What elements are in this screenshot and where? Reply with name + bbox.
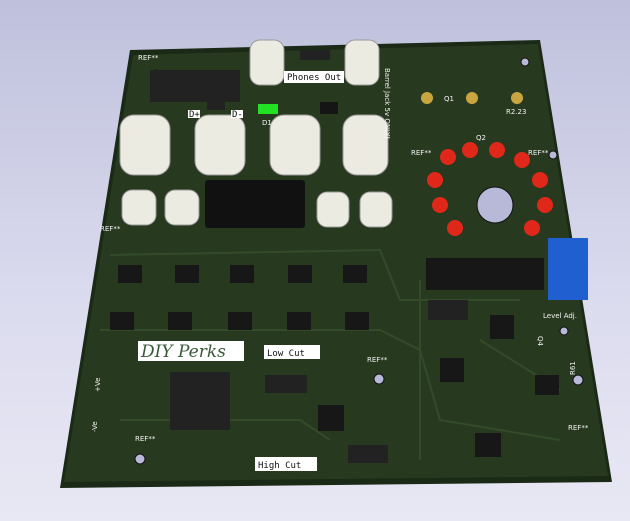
small-header	[207, 100, 225, 110]
led-ring	[427, 142, 553, 236]
q1-label: Q1	[444, 95, 454, 103]
regulator-chip	[320, 102, 338, 114]
q4-label: Q4	[536, 336, 544, 347]
headphone-jack-module	[205, 180, 305, 228]
ref-label: REF**	[411, 149, 432, 157]
ref-label: REF**	[135, 435, 156, 443]
d1-label: D1	[262, 119, 272, 127]
ref-label: REF**	[528, 149, 549, 157]
high-cut-label: High Cut	[258, 461, 301, 471]
level-adj-label: Level Adj.	[543, 312, 577, 320]
barrel-jack-label: Barrel Jack 5v ONLY!	[383, 68, 391, 139]
r2-23-label: R2.23	[506, 108, 526, 116]
phones-out-header	[300, 50, 330, 60]
ref-label: REF**	[367, 356, 388, 364]
d-minus-label: D-	[232, 110, 243, 120]
usb-header	[150, 70, 240, 102]
ref-label: REF**	[138, 54, 159, 62]
ref-label: REF**	[100, 225, 121, 233]
capacitors	[119, 39, 393, 228]
r61-label: R61	[569, 361, 577, 375]
plus-ve-label: +Ve	[94, 378, 102, 392]
level-trimmer	[548, 238, 588, 300]
d-plus-label: D+	[189, 110, 200, 120]
opamp-chips	[110, 258, 559, 463]
pot-pads	[421, 92, 523, 104]
diy-perks-logo: DIY Perks	[140, 342, 226, 362]
phones-out-label: Phones Out	[287, 73, 341, 83]
ref-label: REF**	[568, 424, 589, 432]
q2-label: Q2	[476, 134, 486, 142]
green-led	[258, 104, 278, 114]
low-cut-label: Low Cut	[267, 349, 305, 359]
minus-ve-label: -Ve	[91, 421, 99, 432]
